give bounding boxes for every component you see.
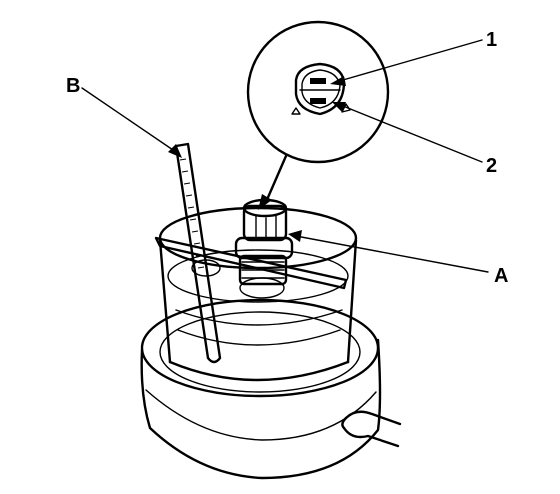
hot-plate-icon (140, 298, 402, 480)
leader-a (288, 230, 489, 273)
support-rod (154, 236, 348, 290)
callout-b: B (66, 75, 80, 97)
leader-1 (330, 39, 483, 86)
callout-2: 2 (486, 155, 497, 177)
terminal-2 (310, 98, 326, 104)
callout-a: A (494, 265, 508, 287)
terminal-1 (310, 78, 326, 84)
thermometer-icon (174, 142, 222, 364)
temperature-sensor-icon (234, 198, 294, 299)
leader-b (81, 87, 182, 158)
leader-2 (332, 102, 483, 163)
callout-1: 1 (486, 29, 497, 51)
zoom-arrow (258, 154, 288, 210)
connector-detail (246, 20, 390, 164)
